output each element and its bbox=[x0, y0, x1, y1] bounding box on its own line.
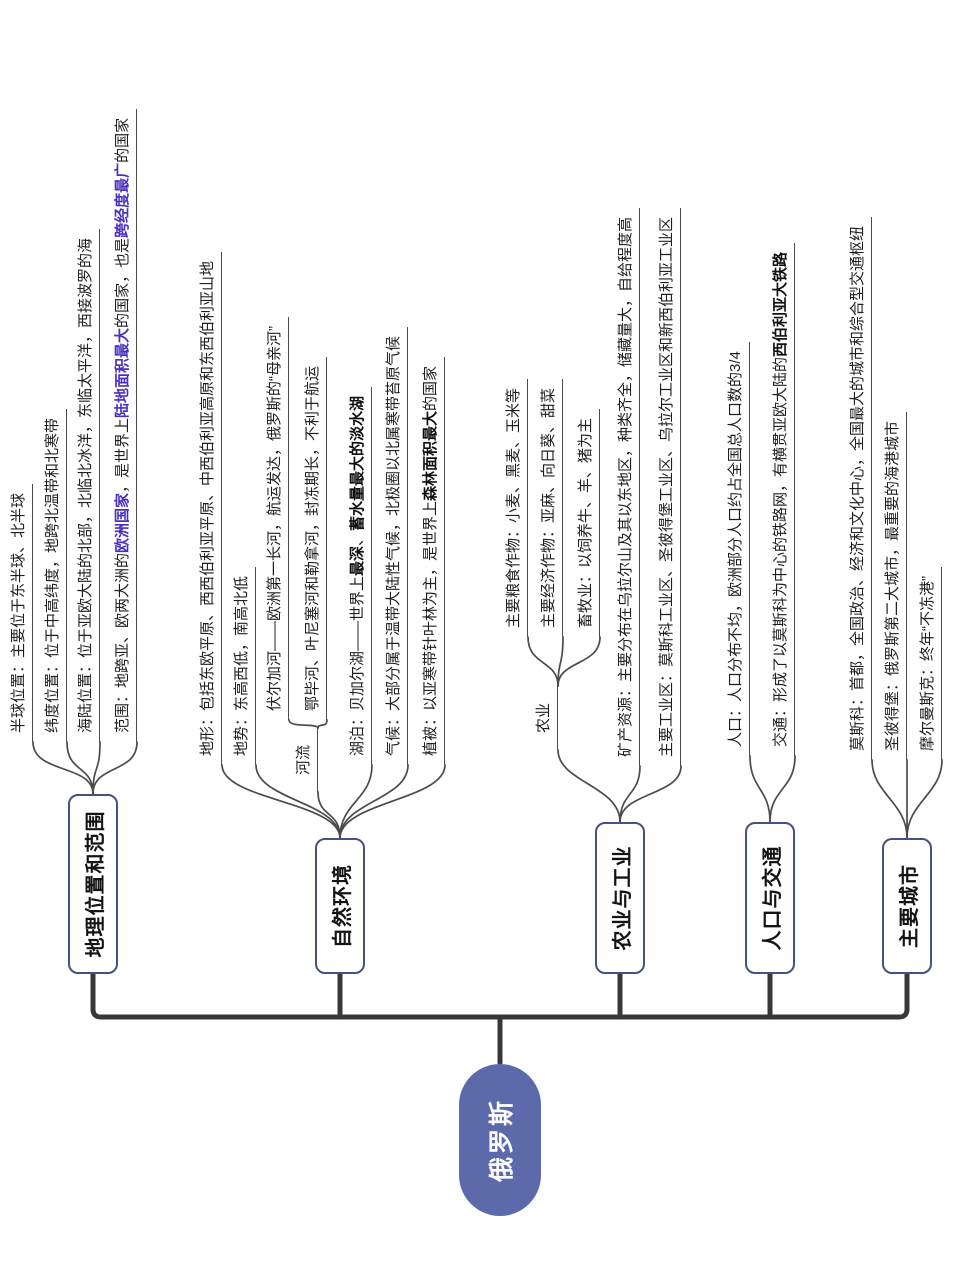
fan-line bbox=[339, 764, 373, 839]
item-climate[interactable]: 气候：大部分属于温带大陆性气候，北极圈以北属寒带苔原气候 bbox=[381, 326, 408, 765]
fan-line bbox=[749, 755, 771, 823]
fan-line bbox=[317, 791, 341, 839]
fan-line bbox=[906, 759, 943, 839]
item-terrain[interactable]: 地形：包括东欧平原、西西伯利亚平原、中西伯利亚高原和东西伯利亚山地 bbox=[195, 251, 222, 765]
topic-node-geographic-location[interactable]: 地理位置和范围 bbox=[68, 794, 118, 974]
item-sea-land-position[interactable]: 海陆位置：位于亚欧大陆的北部，北临北冰洋，东临太平洋，西接波罗的海 bbox=[73, 228, 100, 742]
subnode-rivers[interactable]: 河流 bbox=[291, 728, 318, 792]
item-moscow[interactable]: 莫斯科：首都，全国政治、经济和文化中心，全国最大的城市和综合型交通枢纽 bbox=[845, 216, 872, 760]
topic-node-major-cities[interactable]: 主要城市 bbox=[882, 838, 932, 974]
item-hemisphere-position[interactable]: 半球位置：主要位于东半球、北半球 bbox=[6, 483, 33, 742]
trunk-bus-line bbox=[90, 971, 910, 1020]
item-cash-crops[interactable]: 主要经济作物：亚麻、向日葵、甜菜 bbox=[536, 378, 563, 637]
item-murmansk[interactable]: 摩尔曼斯克：终年“不冻港” bbox=[915, 567, 942, 760]
fan-line bbox=[557, 636, 601, 687]
item-siberian-rivers[interactable]: 鄂毕河、叶尼塞河和勒拿河，封冻期长，不利于航运 bbox=[300, 356, 327, 720]
item-grain-crops[interactable]: 主要粮食作物：小麦、黑麦、玉米等 bbox=[501, 378, 528, 637]
item-industrial-zones[interactable]: 主要工业区：莫斯科工业区、圣彼得堡工业区、乌拉尔工业区和新西伯利亚工业区 bbox=[654, 207, 681, 766]
fan-line bbox=[288, 719, 319, 729]
item-range[interactable]: 范围：地跨亚、欧两大洲的欧洲国家，是世界上陆地面积最大的国家，也是跨经度最广的国… bbox=[110, 108, 137, 742]
root-node-russia[interactable]: 俄罗斯 bbox=[459, 1064, 541, 1216]
fan-line bbox=[92, 741, 138, 795]
topic-node-agriculture-industry[interactable]: 农业与工业 bbox=[595, 822, 645, 974]
fan-line bbox=[557, 749, 621, 823]
item-st-petersburg[interactable]: 圣彼得堡：俄罗斯第二大城市，最重要的海港城市 bbox=[880, 411, 907, 760]
item-latitude-position[interactable]: 纬度位置：位于中高纬度，地跨北温带和北寒带 bbox=[40, 408, 67, 742]
item-animal-husbandry[interactable]: 畜牧业：以饲养牛、羊、猪为主 bbox=[573, 408, 600, 637]
item-topography[interactable]: 地势：东高西低，南高北低 bbox=[229, 566, 256, 765]
fan-line bbox=[619, 765, 682, 823]
item-population[interactable]: 人口：人口分布不均，欧洲部分人口约占全国总人口数的3/4 bbox=[723, 342, 750, 756]
fan-line bbox=[317, 719, 328, 729]
fan-line bbox=[66, 741, 94, 795]
fan-line bbox=[255, 764, 341, 839]
fan-line bbox=[871, 759, 908, 839]
item-volga-river[interactable]: 伏尔加河——欧洲第一长河，航运发达，俄罗斯的“母亲河” bbox=[262, 317, 289, 720]
fan-line bbox=[527, 636, 559, 687]
item-mineral-resources[interactable]: 矿产资源：主要分布在乌拉尔山及其以东地区，种类齐全，储藏量大，自给程度高 bbox=[613, 207, 640, 766]
fan-line bbox=[221, 764, 341, 839]
fan-line bbox=[339, 764, 446, 839]
topic-node-natural-environment[interactable]: 自然环境 bbox=[315, 838, 365, 974]
fan-line bbox=[769, 755, 796, 823]
fan-line bbox=[619, 765, 641, 823]
item-vegetation[interactable]: 植被：以亚寒带针叶林为主，是世界上森林面积最大的国家 bbox=[418, 356, 445, 765]
topic-node-population-transport[interactable]: 人口与交通 bbox=[745, 822, 795, 974]
fan-line bbox=[32, 741, 94, 795]
item-lakes[interactable]: 湖泊：贝加尔湖——世界上最深、蓄水量最大的淡水湖 bbox=[345, 386, 372, 765]
item-transport[interactable]: 交通：形成了以莫斯科为中心的铁路网，有横贯亚欧大陆的西伯利亚大铁路 bbox=[768, 242, 795, 756]
fan-line bbox=[339, 764, 409, 839]
subnode-agriculture[interactable]: 农业 bbox=[531, 686, 558, 750]
